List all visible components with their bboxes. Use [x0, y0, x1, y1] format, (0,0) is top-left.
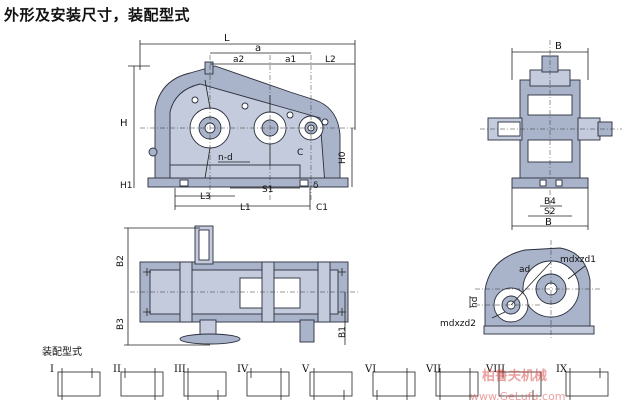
- dim-B4: B4: [544, 197, 556, 207]
- assembly-type-9: IX: [556, 364, 609, 400]
- assembly-types: I II III IV V VI VII VIII IX: [50, 364, 609, 400]
- assembly-type-8: VIII: [485, 364, 542, 400]
- assembly-type-2: II: [113, 364, 164, 400]
- dim-mdxzd1: mdxzd1: [560, 255, 596, 265]
- dim-B2: B2: [116, 255, 126, 267]
- dim-B1: B1: [338, 326, 348, 338]
- svg-text:VIII: VIII: [485, 364, 505, 375]
- dim-B3: B3: [116, 318, 126, 330]
- svg-text:II: II: [113, 364, 121, 375]
- dim-L: L: [224, 33, 230, 44]
- watermark-url: www.GeLufu.com: [470, 390, 566, 403]
- shaft-detail-view: ad mdxzd1 hd mdxzd2: [440, 240, 600, 340]
- dim-L2: L2: [325, 55, 336, 65]
- dim-a: a: [255, 43, 261, 54]
- dim-S1: S1: [262, 185, 273, 195]
- dim-C: C: [297, 148, 303, 158]
- dim-H0: H0: [338, 151, 348, 164]
- svg-text:IX: IX: [556, 364, 568, 375]
- assembly-type-6: VI: [364, 364, 416, 400]
- watermark-text: 柏鲁夫机械: [482, 368, 547, 384]
- dim-H1: H1: [120, 181, 133, 191]
- dim-B-top: B: [555, 41, 562, 52]
- svg-text:I: I: [50, 364, 54, 375]
- svg-text:V: V: [301, 364, 310, 375]
- dim-L1: L1: [240, 203, 251, 213]
- dim-a2: a2: [233, 55, 244, 65]
- assembly-type-7: VII: [425, 364, 479, 400]
- dim-hd: hd: [470, 297, 480, 308]
- dim-B-bottom: B: [545, 217, 552, 228]
- assembly-type-4: IV: [237, 364, 290, 400]
- svg-text:VII: VII: [425, 364, 441, 375]
- dim-n-d: n-d: [218, 153, 233, 163]
- dim-S2: S2: [544, 207, 555, 217]
- dim-delta: δ: [313, 181, 319, 191]
- dim-mdxzd2: mdxzd2: [440, 319, 476, 329]
- assembly-type-1: I: [50, 364, 101, 400]
- dim-ad: ad: [519, 265, 530, 275]
- svg-text:IV: IV: [237, 364, 249, 375]
- assembly-type-3: III: [174, 364, 227, 400]
- dim-a1: a1: [285, 55, 296, 65]
- dim-H: H: [120, 118, 128, 129]
- assembly-type-5: V: [301, 364, 353, 400]
- front-view: L a a2 a1 L2 H H1 H0 n-d C S1 δ L3: [120, 33, 356, 213]
- plan-view: B2 B3 B1: [116, 225, 358, 346]
- dim-C1: C1: [316, 203, 328, 213]
- dim-L3: L3: [200, 192, 211, 202]
- svg-text:VI: VI: [364, 364, 376, 375]
- side-view: B B4 S2 B: [480, 40, 622, 230]
- page-title: 外形及安装尺寸，装配型式: [4, 6, 191, 24]
- svg-text:III: III: [174, 364, 186, 375]
- assembly-types-heading: 装配型式: [42, 347, 82, 358]
